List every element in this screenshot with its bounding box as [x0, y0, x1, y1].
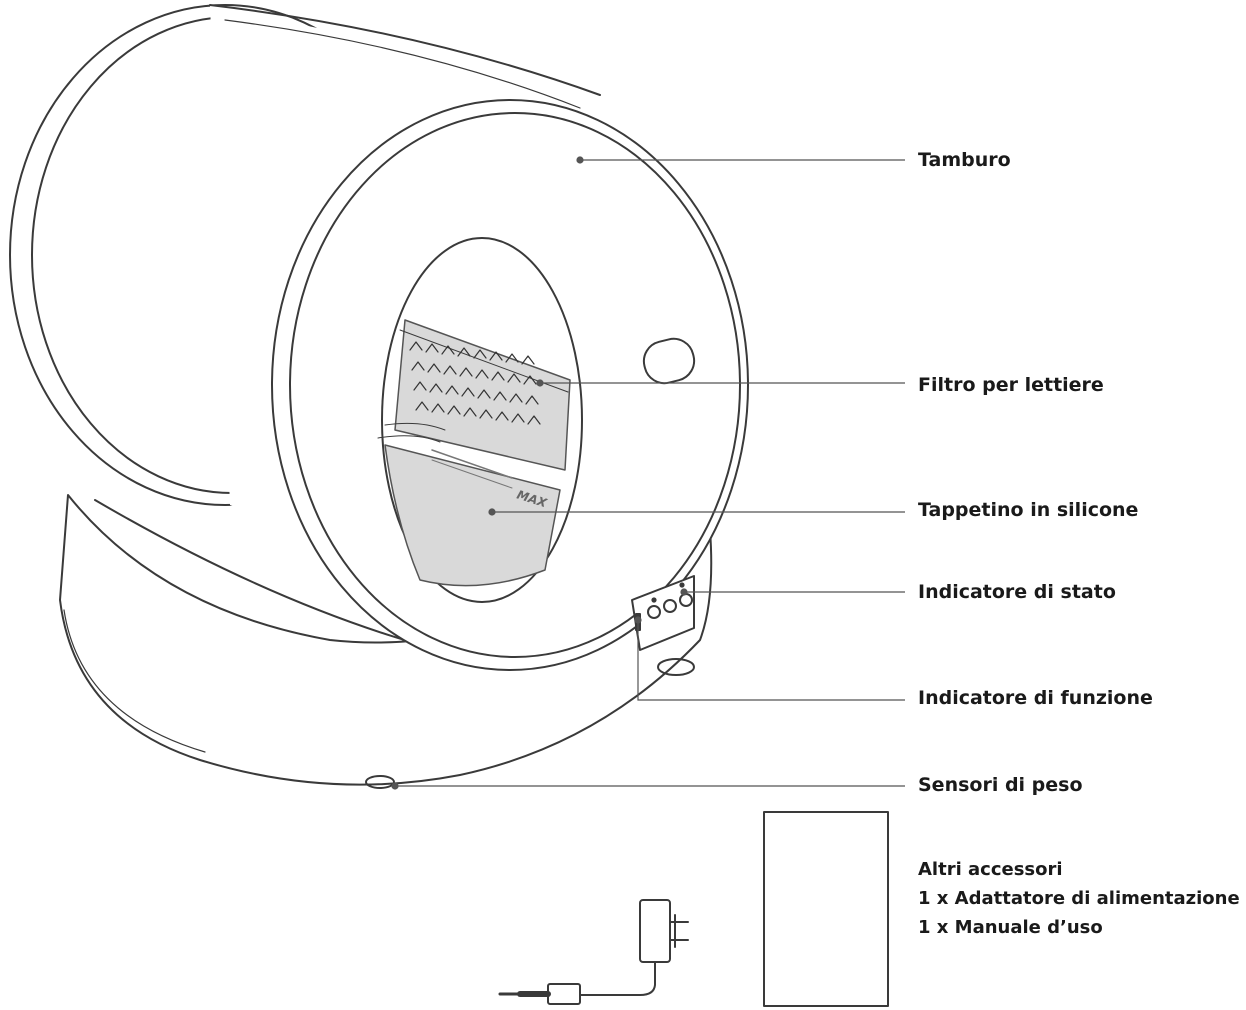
callout-function-indicator: Indicatore di funzione — [918, 687, 1153, 709]
foot-front — [365, 775, 395, 789]
callout-status-indicator: Indicatore di stato — [918, 581, 1116, 603]
handle-slot — [642, 337, 696, 385]
foot-right — [657, 658, 695, 676]
button-1 — [647, 605, 661, 619]
callout-silicone-mat: Tappetino in silicone — [918, 499, 1139, 521]
user-manual — [763, 811, 889, 1007]
button-2 — [663, 599, 677, 613]
leader-lines — [391, 156, 905, 790]
power-adapter — [498, 899, 689, 1005]
accessory-item: 1 x Adattatore di alimentazione — [918, 888, 1240, 909]
callout-litter-filter: Filtro per lettiere — [918, 374, 1104, 396]
base-unit — [59, 494, 713, 786]
accessories-title: Altri accessori — [918, 859, 1063, 880]
callout-weight-sensors: Sensori di peso — [918, 774, 1083, 796]
callout-drum: Tamburo — [918, 149, 1011, 171]
drum-opening: MAX — [377, 237, 583, 603]
accessory-item: 1 x Manuale d’uso — [918, 917, 1103, 938]
filter-teeth — [409, 341, 541, 425]
accessories-list: Altri accessori 1 x Adattatore di alimen… — [918, 855, 1240, 942]
